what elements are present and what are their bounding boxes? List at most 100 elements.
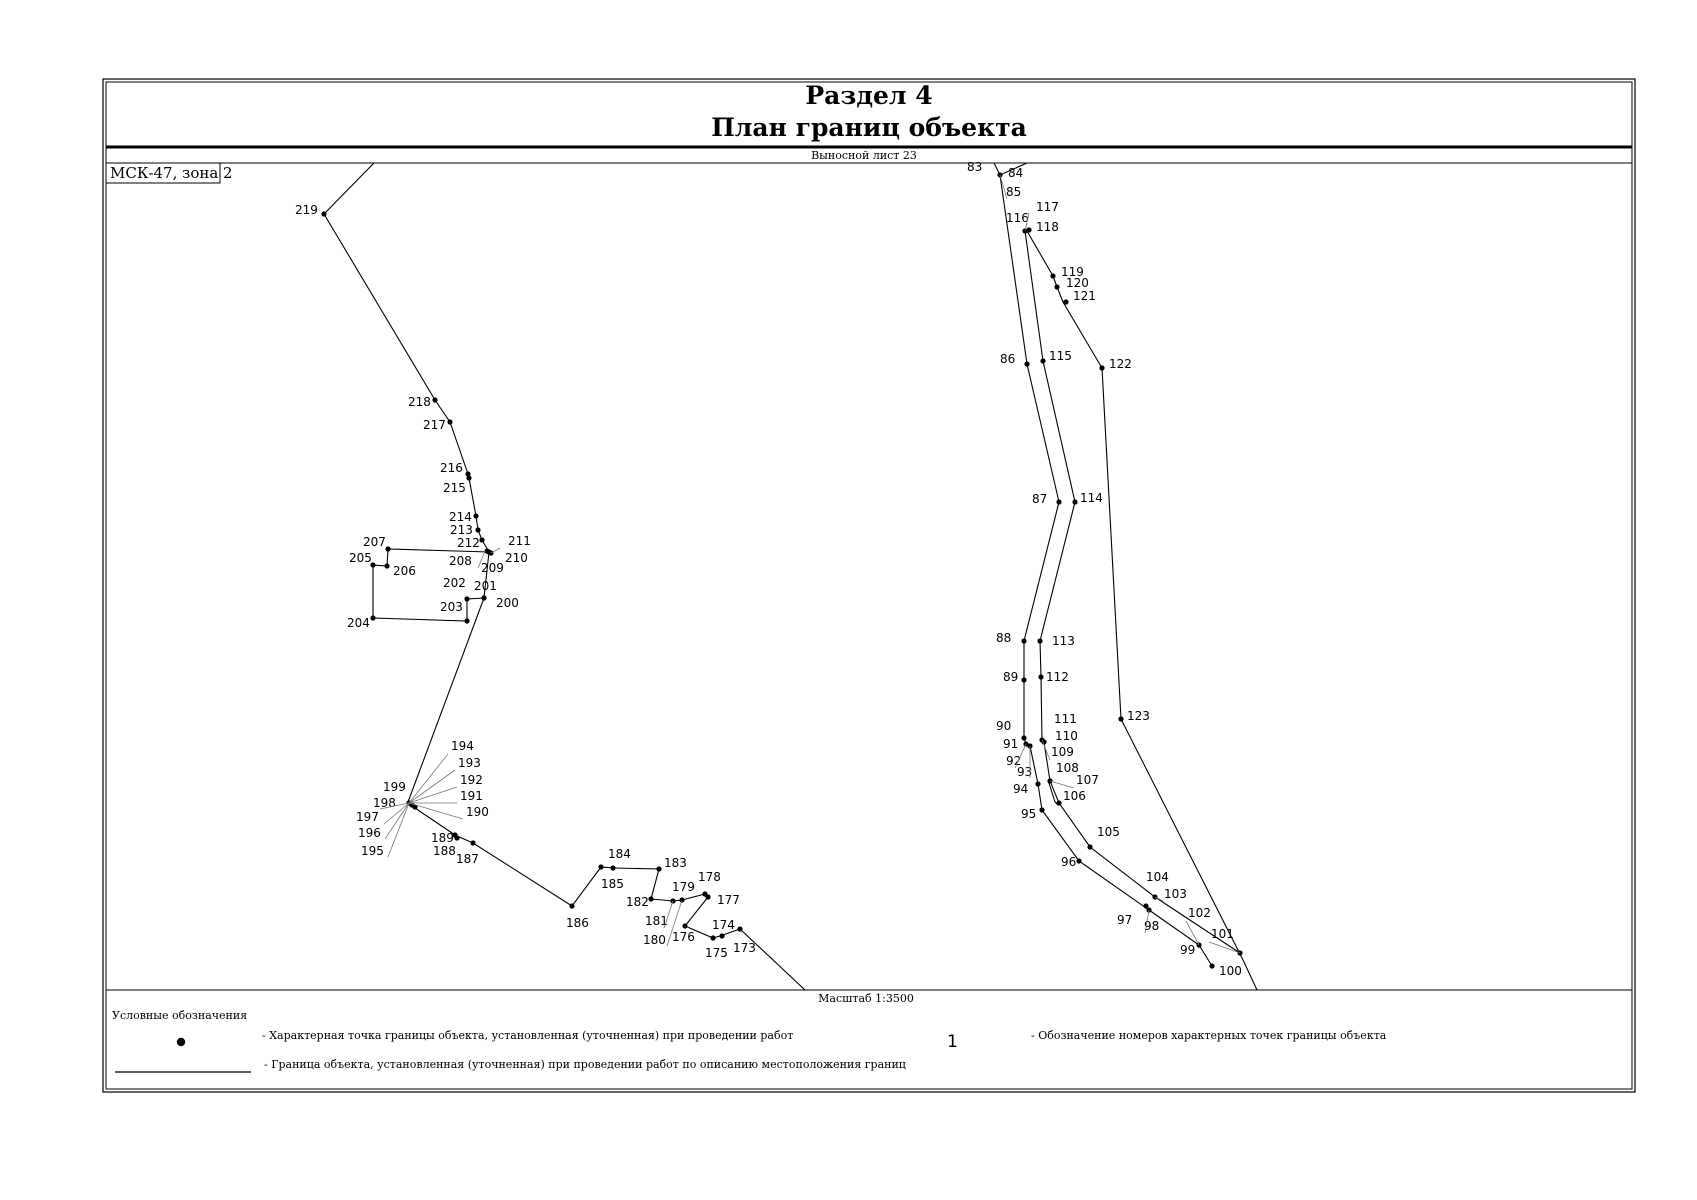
- point-96: [1076, 858, 1082, 864]
- label-188: 188: [433, 844, 456, 858]
- label-214: 214: [449, 510, 472, 524]
- point-90: [1021, 735, 1027, 741]
- point-174: [719, 933, 725, 939]
- point-173: [737, 926, 743, 932]
- label-215: 215: [443, 481, 466, 495]
- label-94: 94: [1013, 782, 1028, 796]
- point-205: [370, 562, 376, 568]
- label-178: 178: [698, 870, 721, 884]
- point-176: [682, 923, 688, 929]
- point-182: [648, 896, 654, 902]
- label-218: 218: [408, 395, 431, 409]
- label-89: 89: [1003, 670, 1018, 684]
- point-89: [1021, 677, 1027, 683]
- label-205: 205: [349, 551, 372, 565]
- point-202: [464, 596, 470, 602]
- plan-title: План границ объекта: [711, 113, 1027, 142]
- label-175: 175: [705, 946, 728, 960]
- label-192: 192: [460, 773, 483, 787]
- point-175: [710, 935, 716, 941]
- point-215: [466, 475, 472, 481]
- label-177: 177: [717, 893, 740, 907]
- label-105: 105: [1097, 825, 1120, 839]
- boundary-west-leaders: [379, 547, 683, 947]
- label-103: 103: [1164, 887, 1187, 901]
- label-98: 98: [1144, 919, 1159, 933]
- point-106: [1056, 800, 1062, 806]
- label-186: 186: [566, 916, 589, 930]
- label-219: 219: [295, 203, 318, 217]
- label-196: 196: [358, 826, 381, 840]
- point-86: [1024, 361, 1030, 367]
- label-184: 184: [608, 847, 631, 861]
- point-118: [1026, 227, 1032, 233]
- point-211: [484, 548, 490, 554]
- label-174: 174: [712, 918, 735, 932]
- point-218: [432, 397, 438, 403]
- label-108: 108: [1056, 761, 1079, 775]
- label-122: 122: [1109, 357, 1132, 371]
- label-100: 100: [1219, 964, 1242, 978]
- point-119: [1050, 273, 1056, 279]
- label-208: 208: [449, 554, 472, 568]
- legend-title: Условные обозначения: [112, 1009, 247, 1022]
- boundary-west-labels: 219 218 217 216 215 214 213 212 211 210 …: [295, 203, 756, 960]
- zone-label: МСК-47, зона 2: [110, 164, 233, 182]
- boundary-west-points: [321, 211, 743, 941]
- label-120: 120: [1066, 276, 1089, 290]
- point-121: [1063, 299, 1069, 305]
- point-184: [610, 865, 616, 871]
- label-118: 118: [1036, 220, 1059, 234]
- label-180: 180: [643, 933, 666, 947]
- point-204: [370, 615, 376, 621]
- label-217: 217: [423, 418, 446, 432]
- point-113: [1037, 638, 1043, 644]
- label-96: 96: [1061, 855, 1076, 869]
- label-204: 204: [347, 616, 370, 630]
- point-190: [412, 804, 418, 810]
- point-112: [1038, 674, 1044, 680]
- label-110: 110: [1055, 729, 1078, 743]
- point-122: [1099, 365, 1105, 371]
- label-194: 194: [451, 739, 474, 753]
- label-107: 107: [1076, 773, 1099, 787]
- label-116: 116: [1006, 211, 1029, 225]
- label-91: 91: [1003, 737, 1018, 751]
- legend-point-desc: - Характерная точка границы объекта, уст…: [262, 1029, 793, 1042]
- point-206: [384, 563, 390, 569]
- label-190: 190: [466, 805, 489, 819]
- label-119: 119: [1061, 265, 1084, 279]
- label-87: 87: [1032, 492, 1047, 506]
- label-84: 84: [1008, 166, 1023, 180]
- point-114: [1072, 499, 1078, 505]
- label-213: 213: [450, 523, 473, 537]
- boundary-east-labels: 83 84 85 86 87 88 89 90 91 92 93 94 95 9…: [967, 160, 1242, 978]
- label-193: 193: [458, 756, 481, 770]
- boundary-east-points: [997, 172, 1243, 969]
- point-94: [1035, 781, 1041, 787]
- label-179: 179: [672, 880, 695, 894]
- label-202: 202: [443, 576, 466, 590]
- label-117: 117: [1036, 200, 1059, 214]
- label-101: 101: [1211, 927, 1234, 941]
- point-216: [465, 471, 471, 477]
- point-123: [1118, 716, 1124, 722]
- label-211: 211: [508, 534, 531, 548]
- point-214: [473, 513, 479, 519]
- label-182: 182: [626, 895, 649, 909]
- label-216: 216: [440, 461, 463, 475]
- label-212: 212: [457, 536, 480, 550]
- legend-point-marker: [176, 1037, 186, 1047]
- label-209: 209: [481, 561, 504, 575]
- point-87: [1056, 499, 1062, 505]
- label-201: 201: [474, 579, 497, 593]
- inner-frame: [105, 81, 1633, 1090]
- label-200: 200: [496, 596, 519, 610]
- section-title: Раздел 4: [805, 81, 932, 110]
- point-207: [385, 546, 391, 552]
- label-203: 203: [440, 600, 463, 614]
- point-100: [1209, 963, 1215, 969]
- scale-label: Масштаб 1:3500: [818, 992, 914, 1005]
- point-219: [321, 211, 327, 217]
- point-212: [479, 537, 485, 543]
